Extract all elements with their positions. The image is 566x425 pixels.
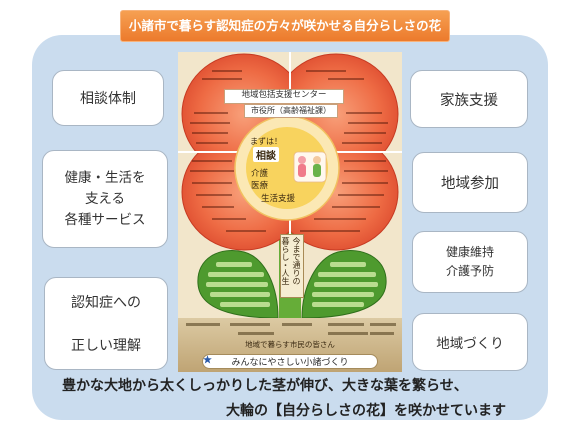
leaf-stripe — [220, 302, 270, 307]
box-support-services: 健康・生活を 支える 各種サービス — [42, 150, 168, 248]
petal-text-line — [212, 218, 246, 220]
box-label: 地域づくり — [436, 336, 504, 352]
soil-label-line — [282, 323, 312, 326]
petal-text-line — [196, 194, 232, 196]
soil-banner-text: みんなにやさしい小諸づくり — [231, 358, 349, 368]
box-community-building: 地域づくり — [412, 313, 528, 371]
box-label: 家族支援 — [440, 92, 498, 109]
petal-text-line — [344, 170, 388, 172]
petal-text-line — [348, 122, 388, 124]
petal-text-line — [226, 230, 266, 232]
person-head — [298, 156, 306, 164]
box-label: 介護予防 — [445, 264, 494, 278]
box-label: 健康・生活を — [64, 169, 146, 186]
center-life-support-label: 生活支援 — [261, 194, 296, 204]
petal-text-line — [202, 78, 242, 80]
flower-illustration: 地域包括支援センター 市役所（高齢福祉課） まずは！ 相談 介護 医療 生活支援… — [178, 52, 402, 372]
petal-text-line — [344, 132, 386, 134]
person-body — [313, 164, 321, 177]
box-community-participation: 地域参加 — [412, 152, 528, 213]
flower-subheader: 市役所（高齢福祉課） — [244, 104, 338, 118]
center-consult-label: 相談 — [253, 147, 279, 162]
soil-label-lines — [186, 323, 396, 335]
petal-text-line — [314, 218, 366, 220]
petal-text-line — [192, 182, 232, 184]
petal-text-line — [190, 122, 230, 124]
stem-sign: 今まで通りの 暮らし・人生 — [280, 234, 304, 298]
center-medical-label: 医療 — [251, 181, 269, 191]
box-label: 認知症への — [71, 295, 141, 311]
box-label: 各種サービス — [64, 211, 146, 228]
petal-text-line — [328, 78, 364, 80]
leaf-stripe — [210, 292, 270, 297]
petal-text-line — [202, 206, 234, 208]
box-label: 正しい理解 — [71, 338, 141, 354]
petal-detail-lines — [190, 70, 388, 232]
petal-text-line — [306, 70, 346, 72]
leaf-stripe — [312, 292, 374, 297]
box-label: 健康維持 — [445, 245, 494, 259]
leaf-stripe — [330, 262, 366, 267]
soil-label-line — [230, 323, 270, 326]
person-body — [298, 164, 306, 177]
petal-text-line — [194, 112, 228, 114]
soil-label-line — [370, 323, 396, 326]
soil-label-line — [328, 323, 364, 326]
petal-text-line — [338, 194, 384, 196]
leaf-stripe — [206, 282, 268, 287]
petal-text-line — [196, 142, 228, 144]
petal-text-line — [192, 160, 232, 162]
soil-label-line — [370, 332, 394, 335]
stem-sign-line: 今まで通りの — [292, 237, 301, 285]
petal-text-line — [346, 112, 382, 114]
center-first-label: まずは！ — [250, 137, 282, 146]
box-correct-understanding: 認知症への 正しい理解 — [44, 277, 168, 370]
box-consultation-system: 相談体制 — [52, 70, 164, 126]
box-label: 支える — [84, 190, 126, 207]
petal-text-line — [190, 170, 234, 172]
soil-banner: みんなにやさしい小諸づくり — [202, 354, 378, 369]
leaf-stripe — [318, 272, 376, 277]
soil-label-line — [186, 323, 220, 326]
petal-text-line — [342, 182, 388, 184]
box-health-maintenance: 健康維持 介護予防 — [412, 231, 528, 293]
people-illustration — [293, 151, 327, 183]
leaf-stripe — [314, 282, 378, 287]
person-head — [313, 156, 321, 164]
soil-label-line — [238, 332, 274, 335]
flower-header: 地域包括支援センター — [224, 89, 344, 104]
petal-text-line — [192, 132, 228, 134]
leaf-stripe — [216, 262, 252, 267]
flower-graphic — [178, 52, 402, 372]
leaf-stripes — [206, 262, 378, 307]
leaf-stripe — [208, 272, 264, 277]
box-label: 地域参加 — [441, 176, 499, 192]
petal-text-line — [332, 206, 380, 208]
center-care-label: 介護 — [251, 169, 269, 179]
star-icon — [203, 355, 212, 364]
petal-text-line — [342, 142, 382, 144]
petal-text-line — [300, 230, 360, 232]
caption-line-2: 大輪の【自分らしさの花】を咲かせています — [226, 403, 506, 419]
petal-text-line — [212, 70, 242, 72]
leaf-stripe — [312, 302, 364, 307]
soil-caption: 地域で暮らす市民の皆さん — [245, 340, 335, 349]
petal-text-line — [344, 160, 386, 162]
caption-line-1: 豊かな大地から太くしっかりした茎が伸び、大きな葉を繁らせ、 — [62, 378, 468, 394]
soil-label-line — [328, 332, 368, 335]
box-family-support: 家族支援 — [410, 70, 528, 128]
box-label: 相談体制 — [80, 91, 136, 107]
page-title: 小諸市で暮らす認知症の方々が咲かせる自分らしさの花 — [120, 10, 450, 42]
stem-sign-line: 暮らし・人生 — [281, 237, 290, 285]
